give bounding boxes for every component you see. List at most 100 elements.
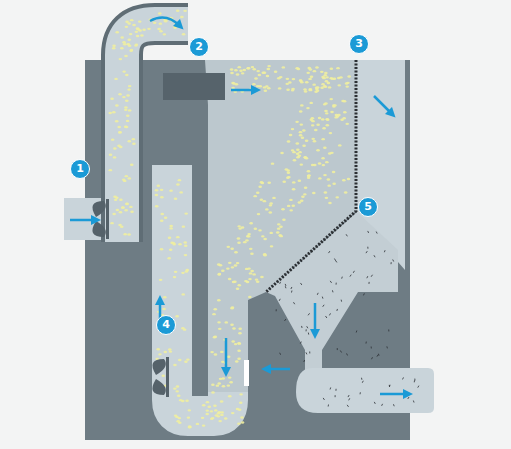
ash-speck (377, 355, 378, 357)
particle (122, 96, 126, 98)
particle (238, 332, 242, 334)
particle (299, 79, 303, 81)
particle (211, 391, 215, 393)
particle (311, 138, 315, 140)
particle (256, 85, 260, 87)
particle (234, 69, 238, 71)
particle (238, 328, 242, 330)
particle (178, 359, 182, 361)
particle (295, 142, 299, 144)
particle (219, 264, 223, 266)
particle (237, 66, 241, 68)
particle (236, 262, 240, 264)
particle (338, 144, 342, 146)
particle (264, 90, 268, 92)
particle (232, 327, 236, 329)
particle (110, 222, 114, 224)
gap-slit (244, 360, 249, 386)
particle (115, 120, 119, 122)
particle (174, 271, 178, 273)
particle (119, 58, 123, 60)
particle (163, 33, 167, 35)
particle (230, 72, 234, 74)
particle (124, 209, 128, 211)
particle (124, 106, 128, 108)
callout-number: 1 (70, 159, 90, 179)
particle (230, 324, 234, 326)
particle (157, 28, 161, 30)
particle (328, 202, 332, 204)
callout-marker: 4 (156, 315, 176, 335)
particle (112, 45, 116, 47)
ash-speck (285, 286, 287, 288)
particle (311, 124, 315, 126)
nozzle (163, 73, 225, 100)
particle (270, 245, 274, 247)
particle (231, 340, 235, 342)
ash-speck (323, 305, 324, 307)
particle (268, 211, 272, 213)
particle (230, 68, 234, 70)
ash-speck (328, 405, 329, 407)
particle (279, 226, 283, 228)
particle (299, 123, 303, 125)
particle (326, 118, 330, 120)
particle (243, 69, 247, 71)
particle (135, 43, 139, 45)
particle (239, 402, 243, 404)
particle (124, 55, 128, 57)
particle (160, 213, 164, 215)
particle (274, 71, 278, 73)
particle (316, 149, 320, 151)
particle (260, 199, 264, 201)
particle (253, 195, 257, 197)
particle (258, 229, 262, 231)
ash-speck (323, 398, 324, 400)
ash-speck (337, 348, 338, 350)
particle (180, 16, 184, 18)
particle (213, 404, 217, 406)
callout-marker: 3 (349, 34, 369, 54)
particle (210, 410, 214, 412)
particle (309, 102, 313, 104)
particle (307, 67, 311, 69)
particle (289, 209, 293, 211)
particle (335, 196, 339, 198)
particle (291, 149, 295, 151)
ash-speck (330, 281, 331, 283)
particle (327, 82, 331, 84)
fan-blade (92, 201, 105, 217)
particle (261, 72, 265, 74)
particle (176, 385, 180, 387)
particle (263, 254, 267, 256)
particle (267, 87, 271, 89)
particle (243, 241, 247, 243)
particle (173, 276, 177, 278)
ash-speck (325, 316, 326, 318)
particle (187, 416, 191, 418)
particle (231, 266, 235, 268)
particle (315, 88, 319, 90)
particle (108, 112, 112, 114)
particle (234, 251, 238, 253)
particle (175, 390, 179, 392)
particle (188, 426, 192, 428)
ash-speck (276, 309, 277, 311)
particle (218, 273, 222, 275)
ash-speck (414, 380, 415, 382)
particle (231, 412, 235, 414)
particle (160, 220, 164, 222)
particle (127, 233, 131, 235)
ash-speck (301, 326, 302, 328)
particle (162, 308, 166, 310)
particle (263, 86, 267, 88)
particle (125, 74, 129, 76)
particle (291, 205, 295, 207)
particle (250, 270, 254, 272)
particle (210, 351, 214, 353)
particle (323, 174, 327, 176)
ash-speck (363, 293, 365, 295)
particle (120, 226, 124, 228)
particle (324, 110, 328, 112)
particle (269, 204, 273, 206)
